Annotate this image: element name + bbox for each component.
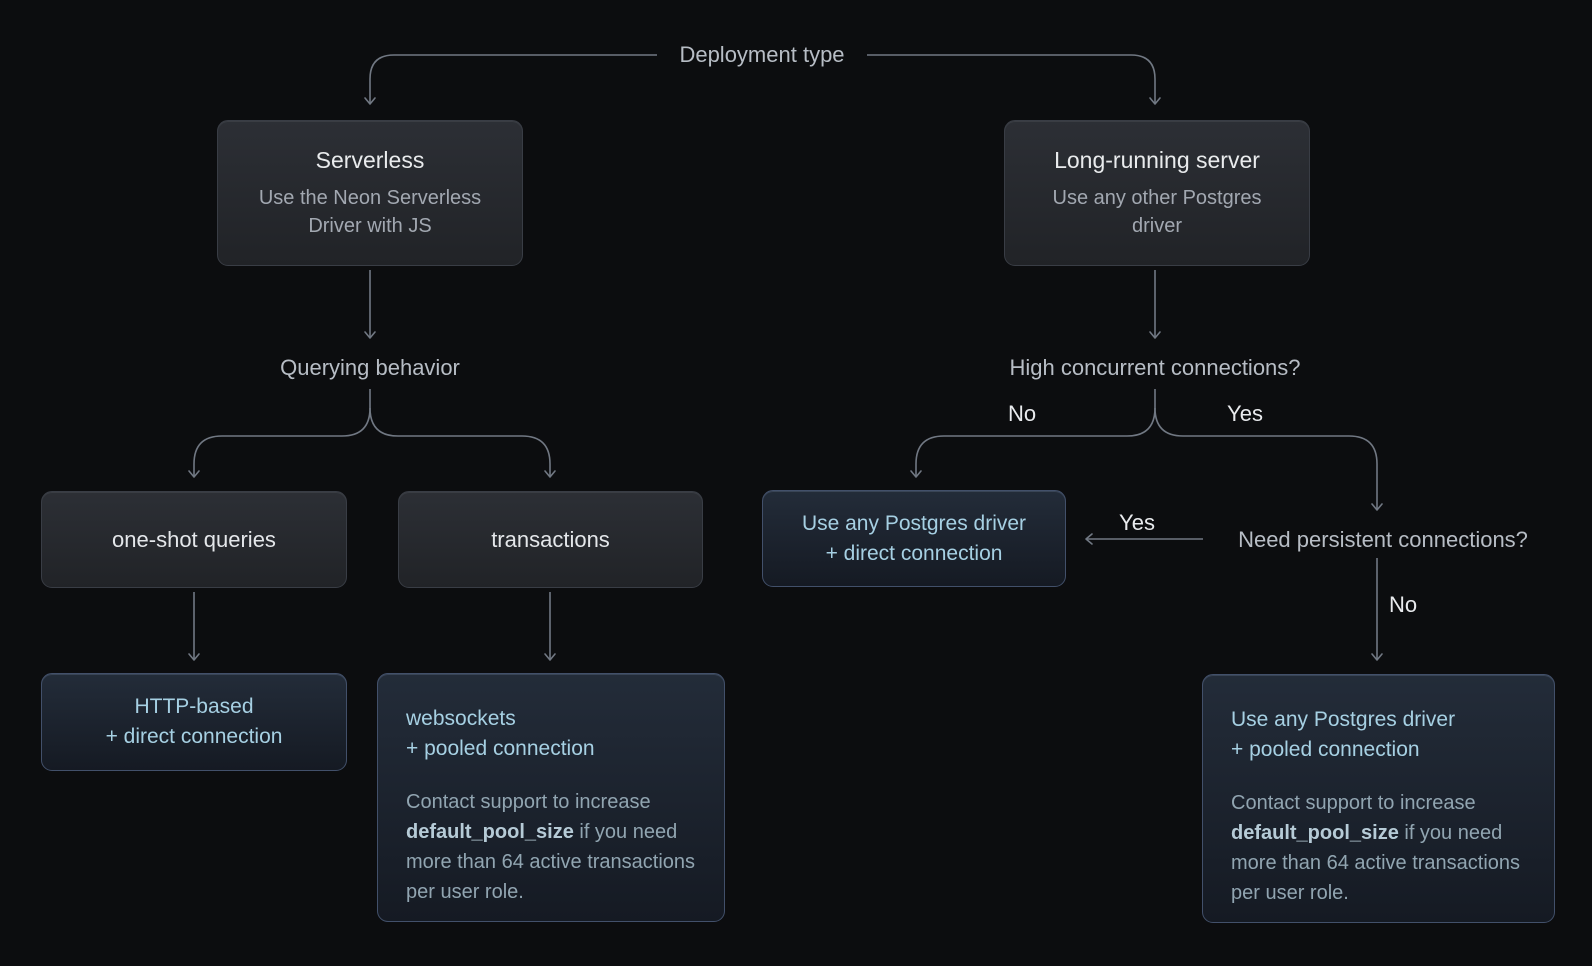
node-one-shot-queries: one-shot queries — [41, 491, 347, 588]
http-direct-line1: HTTP-based — [134, 695, 254, 718]
node-websockets-pooled-text: websockets + pooled connection — [406, 704, 595, 764]
pooled-conn-line1: Use any Postgres driver — [1231, 708, 1456, 731]
node-transactions: transactions — [398, 491, 703, 588]
node-any-driver-direct-text: Use any Postgres driver + direct connect… — [802, 509, 1026, 569]
ws-pooled-line2: + pooled connection — [406, 737, 595, 760]
node-long-running-server: Long-running server Use any other Postgr… — [1004, 120, 1310, 266]
ws-pooled-note-code: default_pool_size — [406, 821, 574, 843]
label-no-arrow: No — [1389, 591, 1418, 617]
node-one-shot-queries-label: one-shot queries — [112, 526, 276, 552]
ws-pooled-note-pre: Contact support to increase — [406, 791, 651, 813]
edge-highconcurrent-yes-to-persistent — [1154, 407, 1383, 511]
node-http-direct-text: HTTP-based + direct connection — [106, 692, 283, 752]
pooled-conn-line2: + pooled connection — [1231, 738, 1420, 761]
edge-highconcurrent-no-to-direct — [910, 389, 1156, 478]
node-http-direct-connection: HTTP-based + direct connection — [41, 673, 347, 771]
edge-querying-to-transactions — [369, 407, 556, 478]
edge-root-to-serverless — [364, 54, 657, 105]
node-any-driver-direct-connection: Use any Postgres driver + direct connect… — [762, 490, 1066, 587]
ws-pooled-line1: websockets — [406, 707, 516, 730]
node-serverless-title: Serverless — [315, 147, 425, 174]
label-branch-no: No — [1007, 400, 1037, 426]
label-deployment-type: Deployment type — [679, 41, 845, 67]
node-any-driver-pooled-note: Contact support to increase default_pool… — [1231, 788, 1526, 908]
label-branch-yes: Yes — [1227, 400, 1263, 426]
node-long-running-title: Long-running server — [1054, 147, 1260, 174]
node-websockets-pooled-note: Contact support to increase default_pool… — [406, 787, 696, 907]
ws-pooled-note-post: if you need more than 64 active transact… — [406, 821, 696, 903]
node-websockets-pooled-connection: websockets + pooled connection Contact s… — [377, 673, 725, 922]
pooled-conn-note-post: if you need more than 64 active transact… — [1231, 822, 1521, 904]
edge-root-to-longrunning — [867, 54, 1161, 105]
direct-conn-line2: + direct connection — [825, 541, 1003, 565]
node-transactions-label: transactions — [491, 526, 610, 552]
node-serverless: Serverless Use the Neon Serverless Drive… — [217, 120, 523, 266]
edge-querying-to-oneshot — [188, 389, 371, 478]
label-yes-arrow: Yes — [1119, 509, 1155, 535]
node-any-driver-pooled-text: Use any Postgres driver + pooled connect… — [1231, 705, 1455, 765]
pooled-conn-note-code: default_pool_size — [1231, 822, 1399, 844]
pooled-conn-note-pre: Contact support to increase — [1231, 792, 1476, 814]
node-long-running-subtitle: Use any other Postgres driver — [1052, 186, 1262, 237]
direct-conn-line1: Use any Postgres driver — [801, 511, 1027, 535]
label-need-persistent-connections: Need persistent connections? — [1238, 526, 1528, 552]
label-high-concurrent-connections: High concurrent connections? — [1009, 354, 1301, 380]
http-direct-line2: + direct connection — [105, 725, 283, 748]
node-serverless-subtitle: Use the Neon Serverless Driver with JS — [258, 186, 482, 237]
label-querying-behavior: Querying behavior — [280, 354, 460, 380]
node-any-driver-pooled-connection: Use any Postgres driver + pooled connect… — [1202, 674, 1555, 923]
